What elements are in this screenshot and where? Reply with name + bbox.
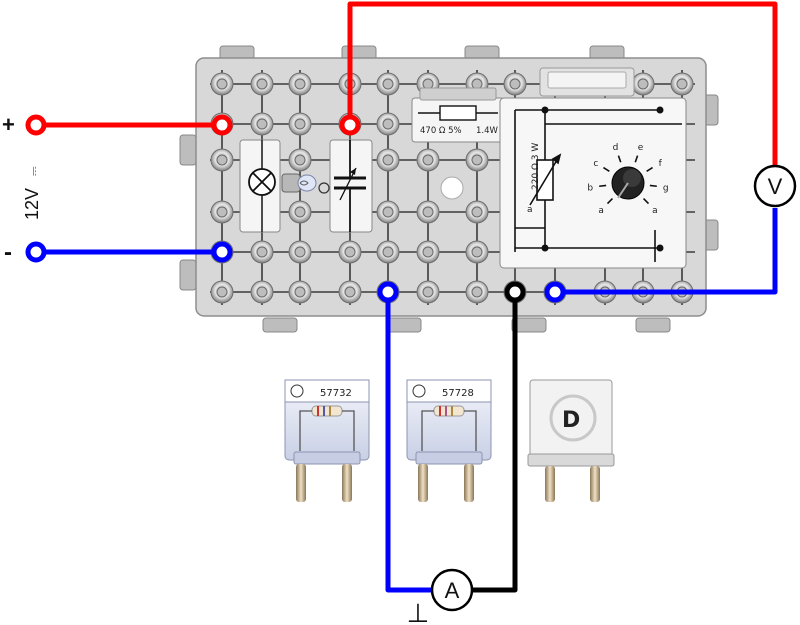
voltmeter[interactable]: V — [753, 164, 797, 208]
board-socket-hole — [294, 246, 306, 258]
dial-tick — [606, 197, 614, 205]
potentiometer-dial-scale: a b c d e f g a — [587, 143, 668, 216]
board-socket-hole — [294, 286, 306, 298]
positive-wire-voltmeter — [347, 1, 778, 166]
board-socket-hole — [471, 154, 483, 166]
dial-label: e — [638, 143, 644, 153]
ammeter-wire-blue — [385, 292, 432, 593]
ld-logo — [549, 394, 597, 442]
ammeter-label: A — [445, 578, 460, 603]
blue-plug-voltmeter — [544, 281, 566, 303]
lamp-module — [239, 139, 317, 233]
dial-tick — [646, 166, 653, 172]
dial-label: f — [659, 159, 663, 169]
board-top-clips — [179, 45, 719, 333]
dial-label: g — [663, 183, 669, 193]
ammeter-wire-black — [472, 292, 518, 593]
board-socket-hole — [471, 286, 483, 298]
board-socket-hole — [216, 154, 228, 166]
board-socket-hole — [344, 286, 356, 298]
potentiometer-knob[interactable] — [611, 166, 645, 200]
board-socket-hole — [294, 206, 306, 218]
wires — [36, 1, 778, 593]
board-socket-hole — [216, 78, 228, 90]
resistor-value-label: 470 Ω 5% — [420, 126, 462, 136]
ld-logo-mark: D — [562, 408, 580, 433]
board-socket-hole — [422, 154, 434, 166]
minus-label: - — [4, 239, 12, 266]
board-socket-hole — [216, 206, 228, 218]
voltmeter-label: V — [768, 174, 783, 199]
board-socket-hole — [422, 206, 434, 218]
dial-label: a — [652, 206, 658, 216]
board-socket-hole — [216, 286, 228, 298]
board-socket-hole — [294, 154, 306, 166]
dial-label: d — [613, 143, 619, 153]
board-socket-hole — [382, 118, 394, 130]
black-plug-ammeter — [504, 281, 526, 303]
dial-tick — [642, 197, 650, 205]
plug-in-blank-module[interactable]: D — [527, 379, 615, 502]
dc-symbol: ⎓ — [27, 166, 41, 176]
board-socket-hole — [256, 246, 268, 258]
dial-tick — [617, 155, 622, 163]
dial-label: a — [598, 206, 604, 216]
negative-supply-terminal[interactable] — [25, 241, 47, 263]
resistor-power-label: 1.4W — [476, 126, 499, 136]
board-socket-hole — [509, 78, 521, 90]
positive-supply-terminal[interactable] — [25, 114, 47, 136]
board-socket-hole — [471, 206, 483, 218]
board-socket-hole — [256, 286, 268, 298]
potentiometer-module: 220 Ω 3 W a a b c d e f g a — [499, 67, 687, 269]
board-socket-hole — [422, 286, 434, 298]
board-socket-hole — [382, 154, 394, 166]
potentiometer-value-label: 220 Ω 3 W — [531, 143, 541, 190]
board-socket-hole — [471, 246, 483, 258]
wire-terminals — [25, 114, 566, 303]
plus-label: + — [2, 112, 15, 137]
blue-plug-board-left — [211, 241, 233, 263]
red-plug-board-left — [211, 114, 233, 136]
dial-tick — [599, 184, 607, 188]
board-socket-hole — [676, 78, 688, 90]
board-socket-hole — [422, 246, 434, 258]
board-socket-hole — [294, 118, 306, 130]
board-socket-hole — [344, 246, 356, 258]
part-number-57728: 57728 — [442, 388, 474, 399]
dial-label: b — [587, 183, 593, 193]
ground-symbol: ⊥ — [407, 598, 430, 625]
voltage-label: 12V — [22, 188, 42, 220]
board-socket-hole — [256, 78, 268, 90]
plug-in-resistor-57728[interactable]: 57728 — [406, 379, 492, 502]
board-socket-hole — [294, 78, 306, 90]
potentiometer-nodes — [541, 106, 664, 252]
variable-capacitor-module — [318, 139, 373, 233]
board-socket-hole — [382, 206, 394, 218]
board-socket-hole — [382, 246, 394, 258]
dial-label: c — [593, 159, 598, 169]
dial-tick — [603, 166, 610, 172]
ammeter[interactable]: A — [430, 568, 474, 612]
part-number-57732: 57732 — [320, 388, 352, 399]
resistor-module: 470 Ω 5% 1.4W — [411, 87, 505, 143]
plug-in-resistor-57732[interactable]: 57732 — [284, 379, 370, 502]
board-socket-hole — [382, 78, 394, 90]
board-mounting-hole — [440, 176, 464, 200]
dial-tick — [649, 184, 657, 188]
board-socket-hole — [637, 78, 649, 90]
dial-tick — [634, 155, 639, 163]
board-socket-hole — [256, 118, 268, 130]
red-plug-capacitor — [339, 114, 361, 136]
negative-wire-voltmeter — [555, 208, 778, 295]
potentiometer-schematic — [514, 109, 682, 262]
potentiometer-terminal-a: a — [527, 205, 533, 215]
blue-plug-ammeter — [377, 281, 399, 303]
lamp-bulb — [281, 173, 317, 193]
